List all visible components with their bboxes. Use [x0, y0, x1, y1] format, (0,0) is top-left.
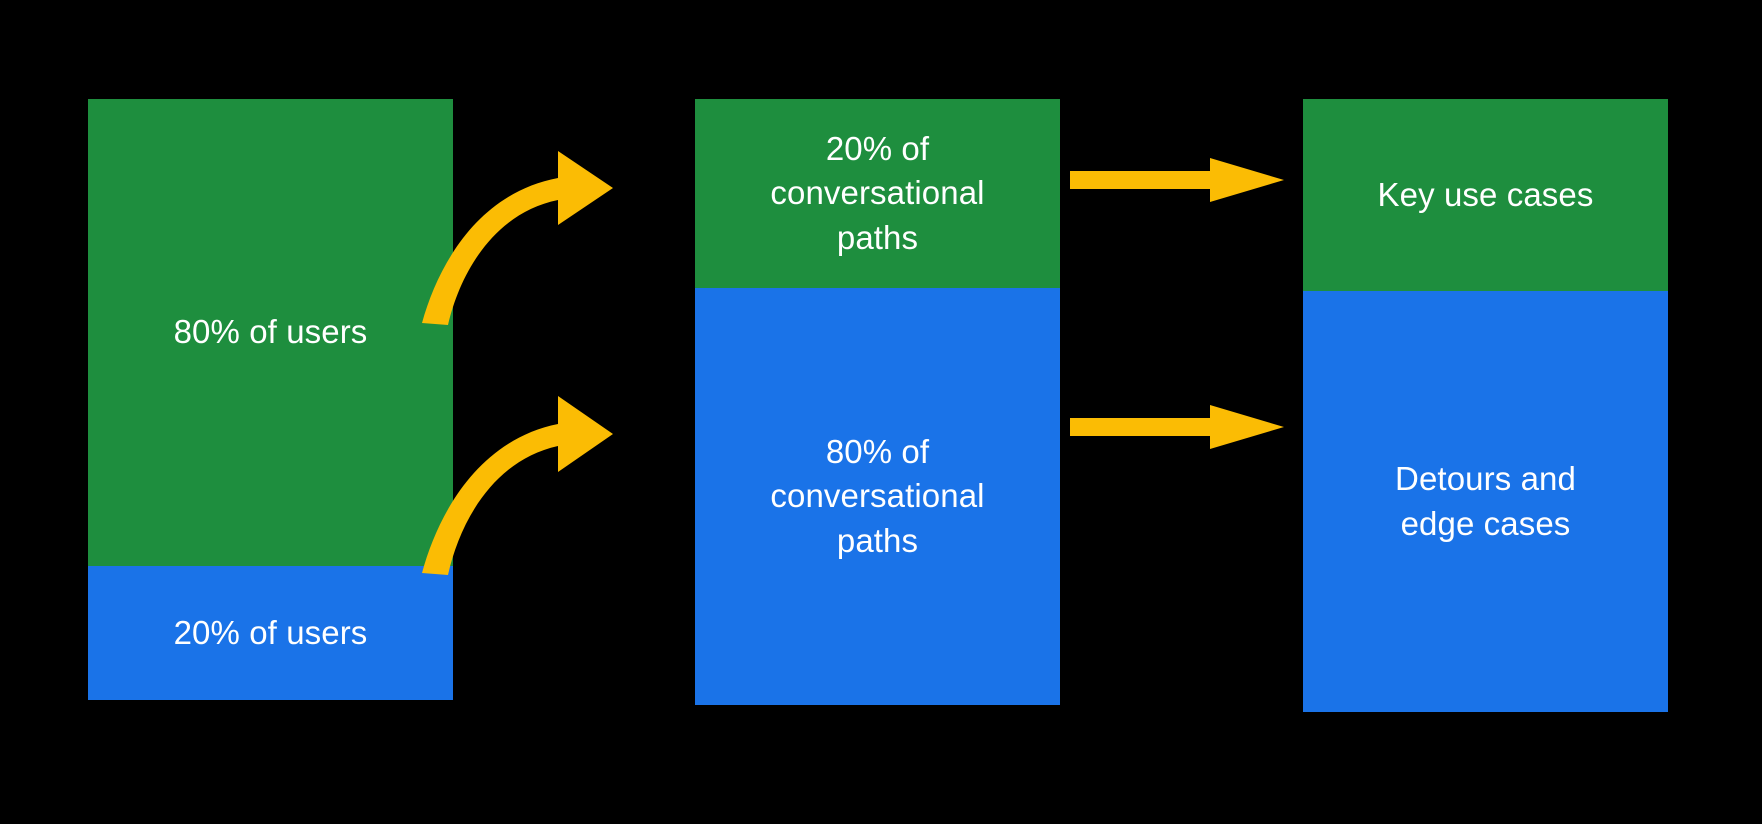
- segment-outcomes-blue-label: Detours and edge cases: [1395, 459, 1576, 542]
- segment-outcomes-blue[interactable]: Detours and edge cases: [1303, 291, 1668, 712]
- column-outcomes: Key use cases Detours and edge cases: [1303, 99, 1668, 712]
- segment-paths-blue-label: 80% of conversational paths: [770, 432, 985, 559]
- segment-users-green[interactable]: 80% of users: [88, 99, 453, 566]
- segment-paths-blue[interactable]: 80% of conversational paths: [695, 288, 1060, 705]
- segment-paths-green[interactable]: 20% of conversational paths: [695, 99, 1060, 288]
- segment-users-green-label: 80% of users: [173, 313, 368, 351]
- segment-outcomes-green[interactable]: Key use cases: [1303, 99, 1668, 291]
- straight-arrow-right-second-icon[interactable]: [1070, 405, 1288, 449]
- segment-users-blue[interactable]: 20% of users: [88, 566, 453, 700]
- segment-users-blue-label: 20% of users: [173, 613, 368, 651]
- column-users: 80% of users 20% of users: [88, 99, 453, 700]
- segment-outcomes-green-label: Key use cases: [1377, 175, 1594, 213]
- straight-arrow-right-icon[interactable]: [1070, 158, 1288, 202]
- column-conversational-paths: 20% of conversational paths 80% of conve…: [695, 99, 1060, 705]
- segment-paths-green-label: 20% of conversational paths: [770, 129, 985, 256]
